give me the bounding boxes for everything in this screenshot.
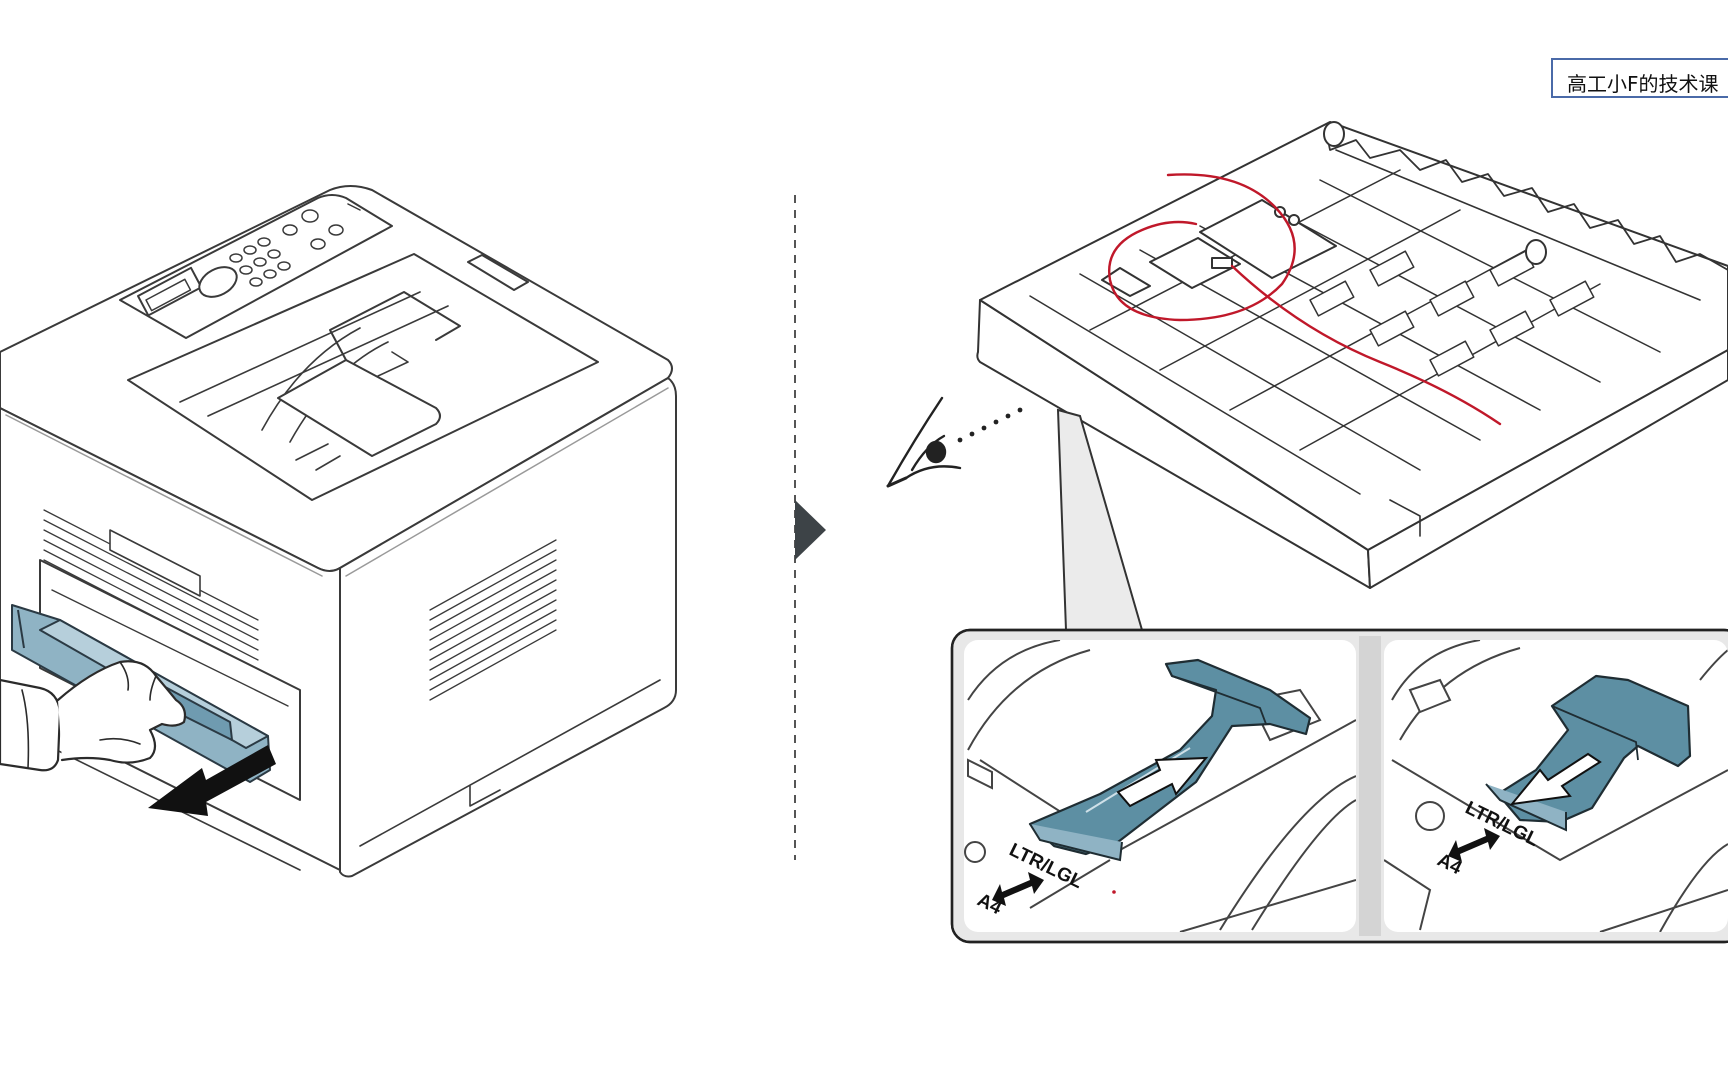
eye-icon <box>886 396 962 488</box>
pull-direction-arrow <box>148 745 276 816</box>
printer-illustration <box>0 185 677 878</box>
tray-floor <box>979 121 1728 551</box>
arrow-icon <box>1509 752 1602 806</box>
arrow-icon <box>1448 828 1500 862</box>
tray-front-wall <box>976 299 1371 589</box>
arrow-icon <box>1116 756 1209 808</box>
paper-stopper <box>277 359 441 457</box>
channel-watermark: 高工小F的技术课 <box>1551 58 1728 98</box>
tray-illustration <box>976 121 1728 589</box>
side-vents <box>429 539 557 701</box>
eye-sightline <box>957 407 1023 443</box>
red-annotation <box>1108 173 1502 426</box>
control-panel <box>119 194 393 339</box>
hand-illustration <box>0 660 187 772</box>
arrow-icon <box>992 872 1044 906</box>
detail-right: LTR/LGL A4 <box>1384 640 1728 932</box>
detail-left: LTR/LGL A4 <box>964 640 1356 932</box>
triangle-right-icon <box>795 500 826 560</box>
